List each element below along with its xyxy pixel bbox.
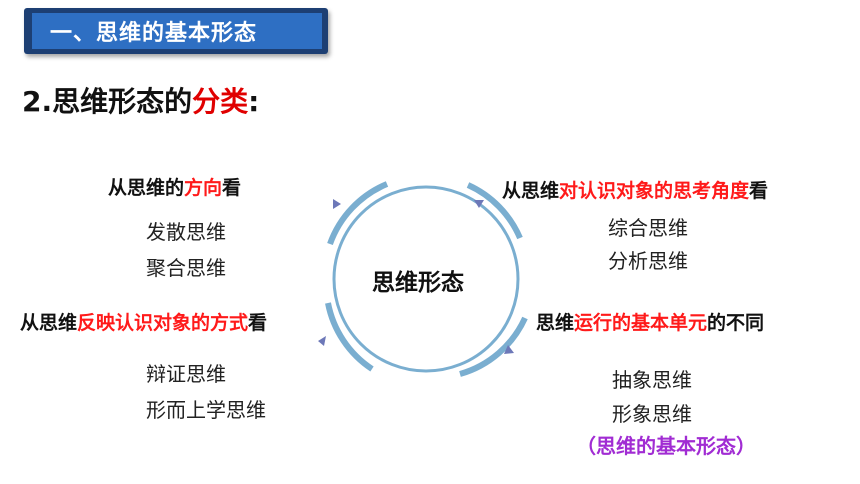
label-direction: 从思维的方向看: [108, 173, 241, 200]
label-text: 从思维: [502, 180, 560, 202]
page-heading: 2.思维形态的分类:: [22, 80, 259, 120]
arrow-marker-right: [504, 345, 514, 354]
list-item: 形而上学思维: [146, 398, 266, 422]
label-highlight: 反映认识对象的方式: [77, 312, 249, 334]
list-item: 辩证思维: [146, 362, 226, 386]
label-unit: 思维运行的基本单元的不同: [536, 308, 764, 335]
arrow-marker-top-left: [333, 199, 341, 209]
arrow-marker-top-right: [474, 200, 484, 208]
label-text: 看: [749, 180, 769, 202]
label-highlight: 方向: [184, 177, 223, 199]
heading-prefix: 2.思维形态的: [22, 85, 193, 118]
ring-arc-top-right: [466, 182, 523, 240]
label-text: 的不同: [707, 312, 765, 334]
section-tab-label: 一、思维的基本形态: [32, 13, 322, 49]
center-label: 思维形态: [372, 270, 464, 296]
list-item: 抽象思维: [612, 368, 692, 392]
section-tab: 一、思维的基本形态: [24, 8, 328, 54]
list-item: 形象思维: [612, 402, 692, 426]
ring-arc-top-left: [327, 181, 389, 246]
arrow-marker-left: [318, 336, 326, 346]
label-highlight: 运行的基本单元: [574, 312, 708, 334]
list-item: 分析思维: [608, 249, 688, 273]
ring-arc-bottom-right: [459, 316, 528, 377]
label-text: 从思维的: [108, 177, 185, 199]
label-highlight: 对认识对象的思考角度: [559, 180, 750, 202]
list-item: 发散思维: [146, 220, 226, 244]
ring-arc-bottom-left: [325, 302, 374, 372]
inner-circle: [332, 185, 520, 373]
label-angle: 从思维对认识对象的思考角度看: [502, 176, 768, 203]
label-text: 从思维: [20, 312, 78, 334]
heading-suffix: :: [248, 85, 260, 118]
note-basic-form: （思维的基本形态）: [576, 434, 756, 458]
heading-highlight: 分类: [192, 85, 249, 118]
label-text: 思维: [536, 312, 575, 334]
list-item: 综合思维: [608, 216, 688, 240]
label-reflection: 从思维反映认识对象的方式看: [20, 308, 267, 335]
label-text: 看: [222, 177, 242, 199]
label-text: 看: [248, 312, 268, 334]
list-item: 聚合思维: [146, 256, 226, 280]
